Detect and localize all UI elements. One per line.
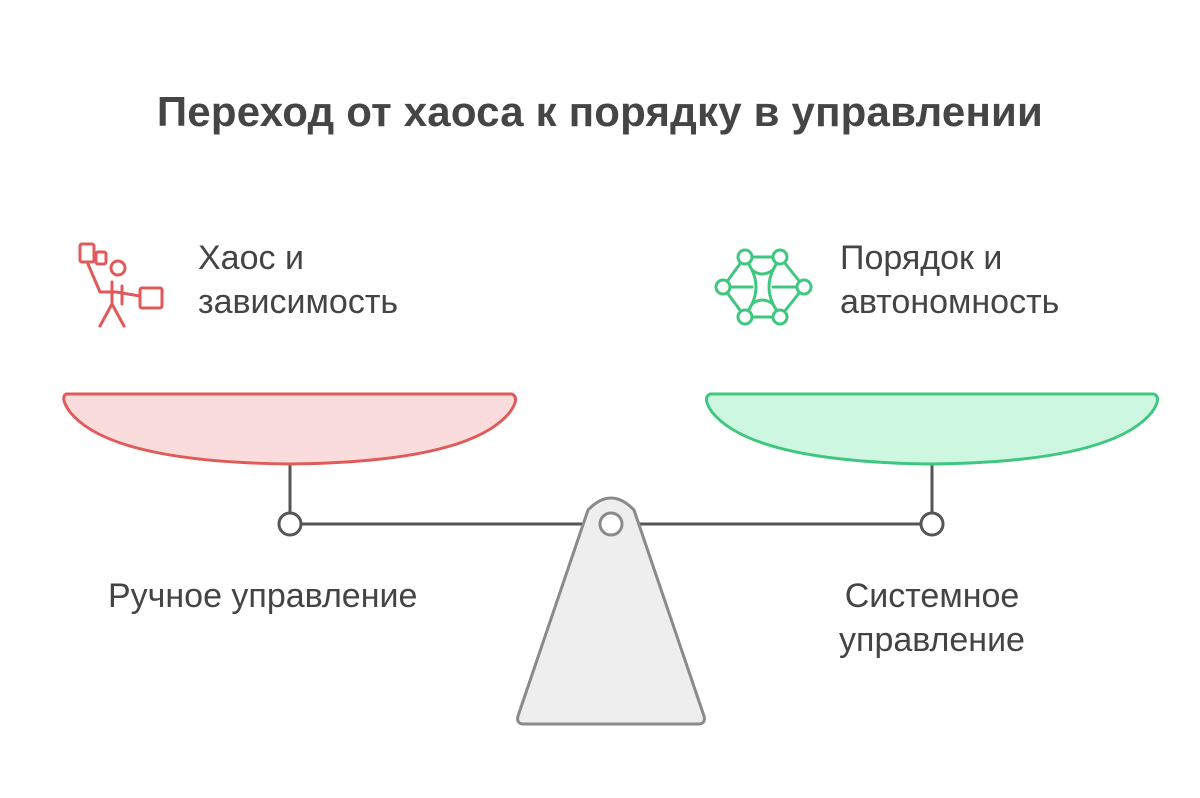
left-scale-pan [62,392,517,466]
right-heading-line2: автономность [840,283,1060,321]
right-beam-joint [919,511,945,537]
right-scale-pan [705,392,1159,466]
left-caption-text: Ручное управление [108,577,418,615]
left-heading-line1: Хаос и [198,239,304,277]
person-juggling-papers-icon [78,242,164,328]
diagram-title: Переход от хаоса к порядку в управлении [156,88,1044,135]
left-caption: Ручное управление [108,574,417,618]
right-heading-line1: Порядок и [840,239,1003,277]
right-heading: Порядок и автономность [840,236,1059,324]
connected-network-icon [714,248,813,326]
scale-stand [516,496,706,726]
left-heading-line2: зависимость [198,283,399,321]
left-beam-joint [277,511,303,537]
right-caption-line2: управление [839,621,1025,659]
right-caption: Системное управление [782,574,1082,662]
left-heading: Хаос и зависимость [198,236,398,324]
scale-pivot [598,511,624,537]
right-caption-line1: Системное [844,577,1020,615]
